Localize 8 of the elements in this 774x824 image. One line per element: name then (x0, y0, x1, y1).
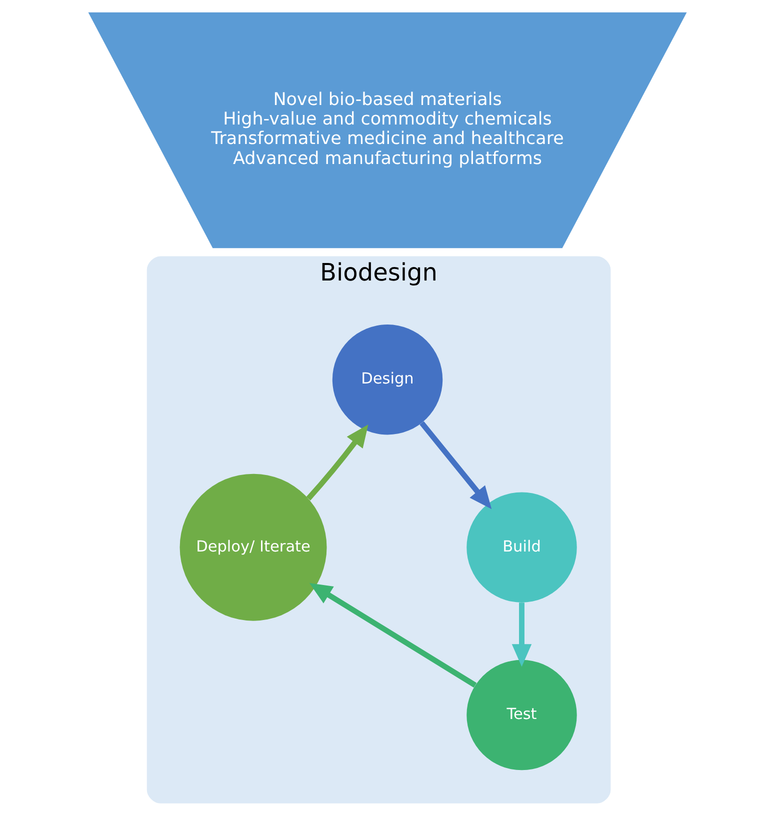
node-circle: Design (332, 324, 442, 435)
arrow (419, 421, 492, 510)
node-circle: Build (466, 492, 576, 602)
arrow (306, 424, 368, 500)
node-circle: Deploy/ Iterate (179, 474, 326, 621)
node-circle: Test (466, 660, 576, 770)
arrow (308, 583, 476, 688)
arrow (511, 602, 532, 667)
